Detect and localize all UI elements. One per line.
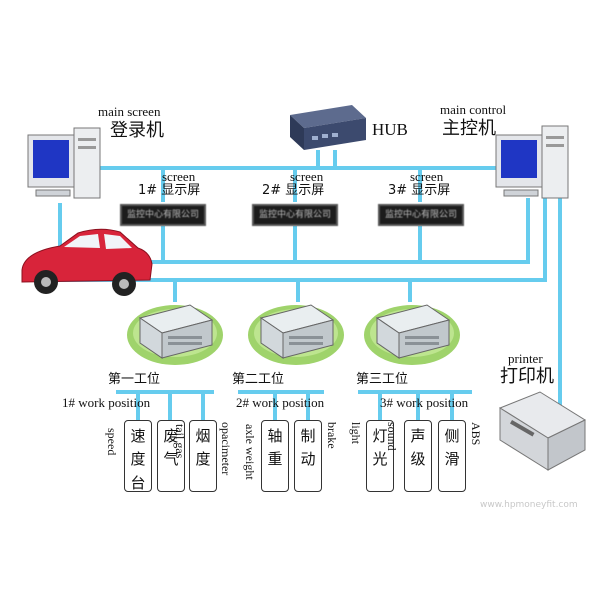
led-screen-2: 监控中心有限公司 xyxy=(252,204,338,226)
login-computer-icon xyxy=(27,127,101,199)
speed-test-box: 速度台 xyxy=(124,420,152,492)
screen-2-label: screen xyxy=(290,169,324,184)
main-screen-zh-label: 登录机 xyxy=(110,120,164,141)
main-screen-label: main screen xyxy=(98,104,161,119)
speed-label: speed xyxy=(105,428,119,456)
screen-1-zh-label: 1# 显示屏 xyxy=(138,183,201,198)
printer-zh-label: 打印机 xyxy=(500,366,554,387)
led-screen-3: 监控中心有限公司 xyxy=(378,204,464,226)
watermark: www.hpmoneyfit.com xyxy=(480,500,578,510)
brake-label: brake xyxy=(325,422,339,449)
axle-weight-label: axle weight xyxy=(243,424,257,480)
exhaust-test-box: 废气 xyxy=(157,420,185,492)
work-position-3-label: 3# work position xyxy=(380,395,469,410)
smoke-label: opacimeter xyxy=(219,422,233,476)
screen-1-label: screen xyxy=(162,169,196,184)
sound-label: sound xyxy=(385,422,399,451)
light-test-box: 灯光 xyxy=(366,420,394,492)
exhaust-label: tail gas xyxy=(173,424,187,459)
work-position-3-zh: 第三工位 xyxy=(356,372,409,387)
led-screen-1: 监控中心有限公司 xyxy=(120,204,206,226)
work-position-1-zh: 第一工位 xyxy=(108,372,161,387)
side-slip-test-box: 侧滑 xyxy=(438,420,466,492)
car-icon xyxy=(21,228,153,296)
main-control-zh-label: 主控机 xyxy=(442,118,496,139)
printer-icon xyxy=(498,391,587,471)
sound-test-box: 声级 xyxy=(404,420,432,492)
screen-3-zh-label: 3# 显示屏 xyxy=(388,183,451,198)
station-1-icon xyxy=(127,304,223,365)
screen-3-label: screen xyxy=(410,169,444,184)
main-control-label: main control xyxy=(440,102,507,117)
smoke-test-box: 烟度 xyxy=(189,420,217,492)
light-label: light xyxy=(349,422,363,445)
printer-label: printer xyxy=(508,351,543,366)
side-slip-label: ABS xyxy=(469,422,483,446)
work-position-2-label: 2# work position xyxy=(236,395,325,410)
brake-test-box: 制动 xyxy=(294,420,322,492)
station-2-icon xyxy=(248,304,344,365)
axle-weight-box: 轴重 xyxy=(261,420,289,492)
work-position-1-label: 1# work position xyxy=(62,395,151,410)
work-position-2-zh: 第二工位 xyxy=(232,372,285,387)
hub-label: HUB xyxy=(372,120,408,139)
hub-icon xyxy=(290,105,366,150)
screen-2-zh-label: 2# 显示屏 xyxy=(262,183,325,198)
main-control-computer-icon xyxy=(495,125,569,199)
station-3-icon xyxy=(364,304,460,365)
